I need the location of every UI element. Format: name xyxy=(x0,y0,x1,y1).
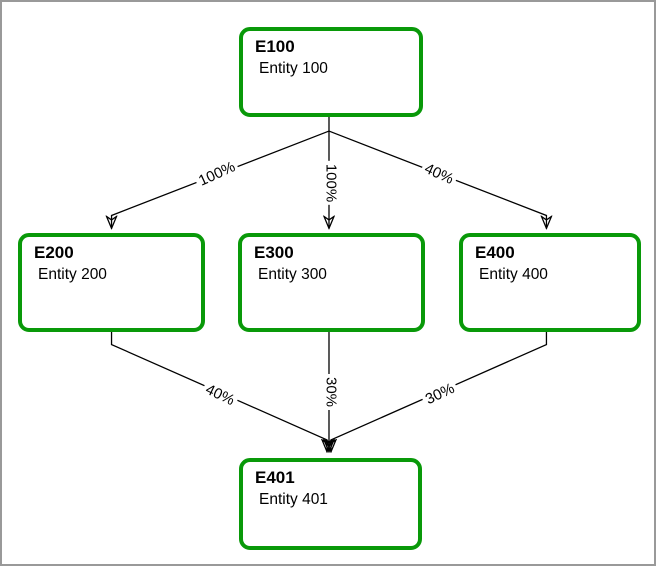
edge-e100-e200 xyxy=(112,130,330,228)
node-e300[interactable]: E300 Entity 300 xyxy=(238,233,425,332)
edge-e100-e400 xyxy=(328,130,546,228)
node-title: E400 xyxy=(475,243,515,262)
node-e200[interactable]: E200 Entity 200 xyxy=(18,233,205,332)
edge-label-e300-e401: 30% xyxy=(322,373,340,411)
node-subtitle: Entity 300 xyxy=(258,266,327,283)
node-title: E100 xyxy=(255,37,295,56)
node-e401[interactable]: E401 Entity 401 xyxy=(239,458,422,550)
node-subtitle: Entity 100 xyxy=(259,60,328,77)
node-e100[interactable]: E100 Entity 100 xyxy=(239,27,423,117)
node-subtitle: Entity 200 xyxy=(38,266,107,283)
node-subtitle: Entity 400 xyxy=(479,266,548,283)
node-title: E300 xyxy=(254,243,294,262)
node-title: E401 xyxy=(255,468,295,487)
node-title: E200 xyxy=(34,243,74,262)
edge-label-e100-e300: 100% xyxy=(322,160,340,206)
node-e400[interactable]: E400 Entity 400 xyxy=(459,233,641,332)
node-subtitle: Entity 401 xyxy=(259,491,328,508)
